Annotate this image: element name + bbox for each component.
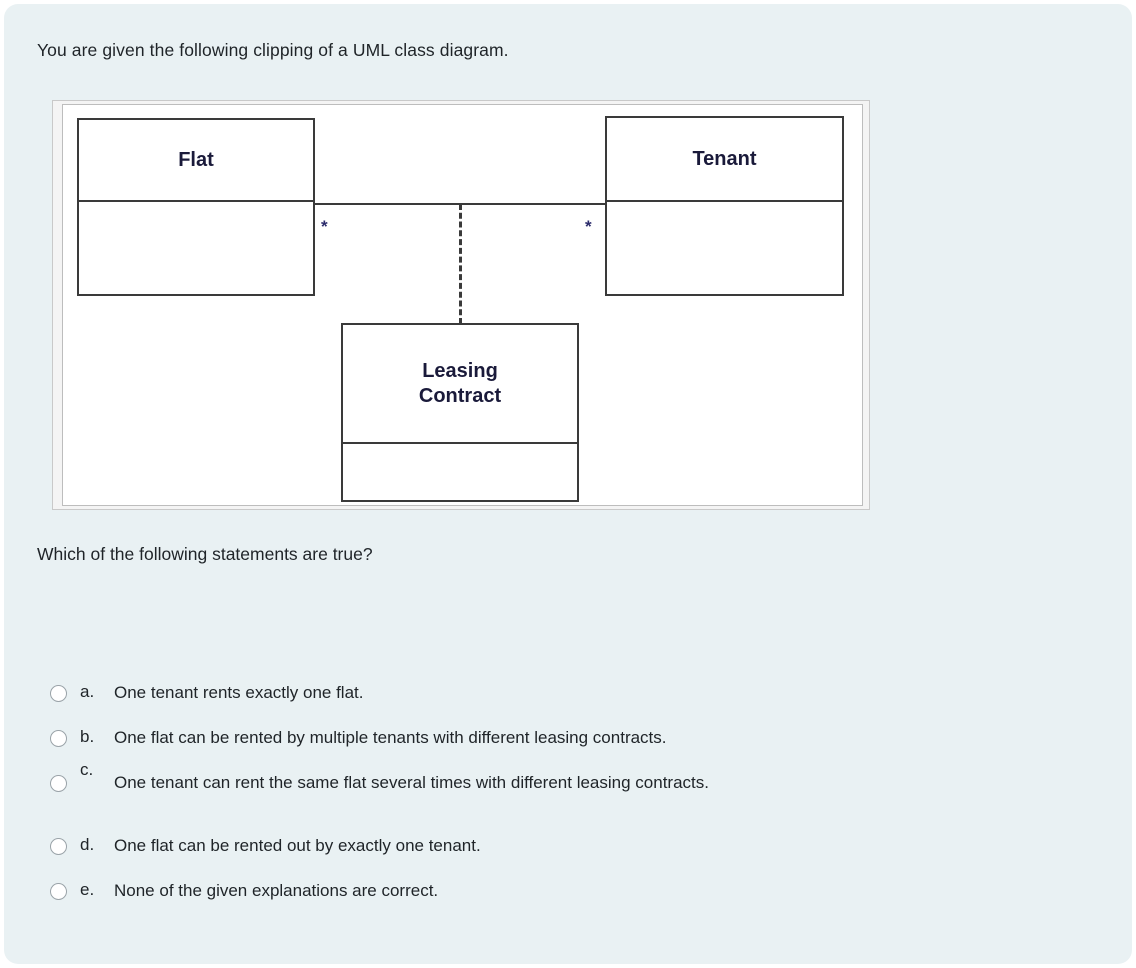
uml-class-tenant-attributes: [607, 202, 842, 294]
option-letter-b: b.: [80, 726, 95, 746]
option-letter-d: d.: [80, 834, 95, 854]
option-row-b[interactable]: b. One flat can be rented by multiple te…: [50, 727, 1090, 750]
option-text-b: One flat can be rented by multiple tenan…: [114, 727, 667, 747]
uml-class-tenant: Tenant: [605, 116, 844, 296]
option-row-c[interactable]: c. One tenant can rent the same flat sev…: [50, 760, 1090, 795]
uml-class-tenant-name: Tenant: [607, 118, 842, 202]
intro-text: You are given the following clipping of …: [37, 40, 509, 60]
option-row-e[interactable]: e. None of the given explanations are co…: [50, 880, 1090, 903]
radio-button-a[interactable]: [50, 685, 67, 702]
radio-button-e[interactable]: [50, 882, 67, 900]
option-letter-e: e.: [80, 879, 95, 899]
option-text-a: One tenant rents exactly one flat.: [114, 683, 364, 702]
radio-button-d[interactable]: [50, 837, 67, 855]
uml-class-flat-name: Flat: [79, 120, 313, 202]
uml-class-flat: Flat: [77, 118, 315, 296]
association-class-dashed-link: [459, 204, 462, 324]
option-text-e: None of the given explanations are corre…: [114, 880, 439, 900]
multiplicity-flat-side: *: [321, 217, 328, 236]
option-row-d[interactable]: d. One flat can be rented out by exactly…: [50, 835, 1090, 858]
uml-class-flat-attributes: [79, 202, 313, 294]
question-prompt: Which of the following statements are tr…: [37, 544, 373, 564]
uml-class-leasing-contract-name: Leasing Contract: [343, 325, 577, 444]
uml-class-leasing-contract-name-line1: Leasing: [422, 360, 498, 383]
question-card: You are given the following clipping of …: [4, 4, 1132, 964]
uml-diagram-canvas: * * Flat Tenant Leasing Contract: [62, 104, 863, 506]
option-letter-c: c.: [80, 759, 94, 779]
option-text-c: One tenant can rent the same flat severa…: [114, 772, 709, 792]
option-text-d: One flat can be rented out by exactly on…: [114, 835, 481, 855]
options-list: a. One tenant rents exactly one flat. b.…: [50, 682, 1090, 925]
uml-diagram-frame: * * Flat Tenant Leasing Contract: [52, 100, 870, 510]
uml-class-leasing-contract: Leasing Contract: [341, 323, 579, 502]
uml-class-leasing-contract-name-line2: Contract: [418, 384, 502, 407]
option-row-a[interactable]: a. One tenant rents exactly one flat.: [50, 682, 1090, 705]
option-letter-a: a.: [80, 682, 95, 701]
multiplicity-tenant-side: *: [585, 217, 592, 236]
uml-class-leasing-contract-attributes: [343, 444, 577, 500]
radio-button-c[interactable]: [50, 774, 67, 792]
radio-button-b[interactable]: [50, 729, 67, 747]
